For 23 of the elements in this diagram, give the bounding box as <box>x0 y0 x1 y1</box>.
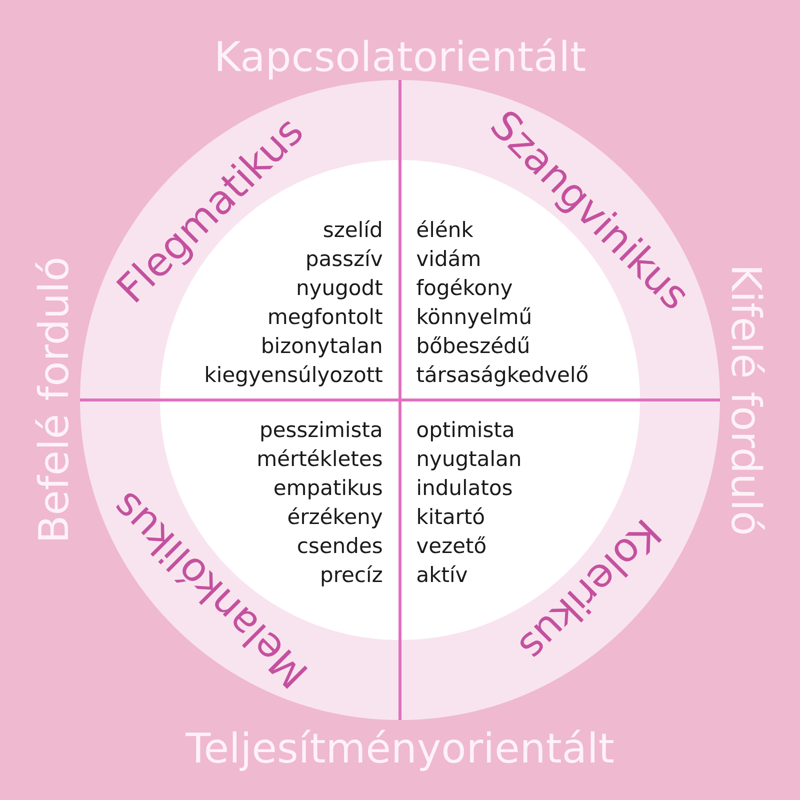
axis-label: Teljesítményorientált <box>186 730 614 772</box>
trait-word: aktív <box>417 565 468 582</box>
axis-label: Befelé forduló <box>35 258 69 540</box>
axis-label: Kapcsolatorientált <box>218 38 586 80</box>
trait-word: pesszimista <box>261 421 381 442</box>
trait-word: optimista <box>417 421 513 442</box>
trait-word: bizonytalan <box>262 337 382 358</box>
axis-label: Kifelé forduló <box>731 268 765 534</box>
trait-word: megfontolt <box>269 308 382 328</box>
trait-word: bőbeszédű <box>418 336 528 354</box>
trait-word: társaságkedvelő <box>416 365 588 386</box>
trait-word: passzív <box>307 249 382 270</box>
trait-word: vezető <box>416 536 486 554</box>
trait-word: nyugtalan <box>418 450 520 470</box>
trait-word: szelíd <box>324 220 381 238</box>
trait-word: kitartó <box>418 507 484 524</box>
trait-word: precíz <box>322 565 382 586</box>
trait-word: vidám <box>416 249 480 266</box>
trait-word: élénk <box>417 220 474 238</box>
trait-word: könnyelmű <box>418 307 530 328</box>
trait-word: kiegyensúlyozott <box>206 365 382 386</box>
trait-word: indulatos <box>418 479 512 496</box>
trait-word: mértékletes <box>258 449 382 466</box>
